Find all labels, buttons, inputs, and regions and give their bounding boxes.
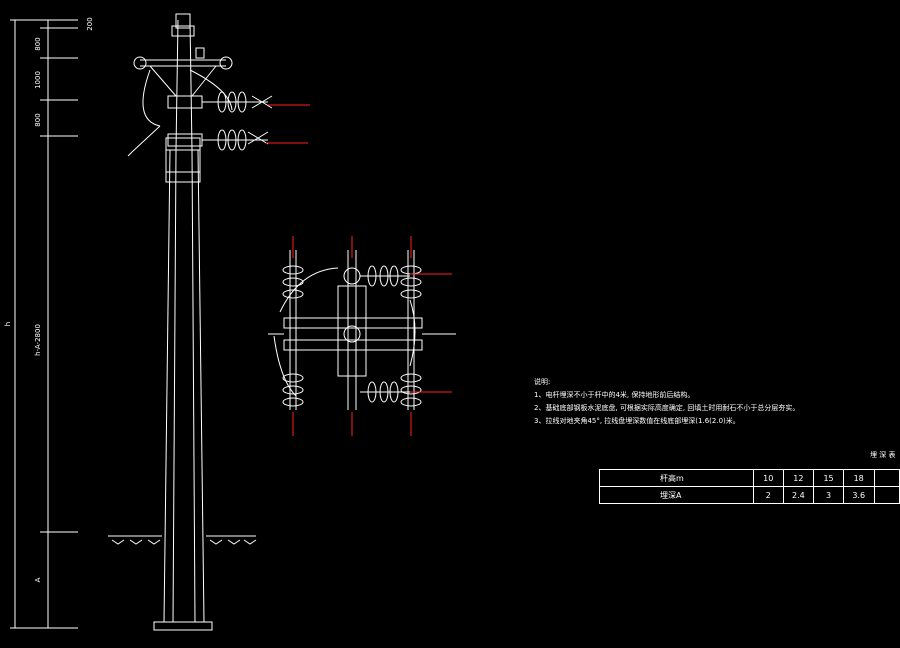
dim-h-a-2800: h-A-2800 (34, 324, 42, 356)
row-label-depth: 埋深A (599, 486, 754, 504)
notes-block: 说明: 1、电杆埋深不小于杆中的4米, 保持地形前后结构。 2、基础底部钢板水泥… (534, 376, 799, 428)
height-cell: 12 (782, 469, 815, 487)
depth-cell (873, 486, 900, 504)
table-row: 埋深A 2 2.4 3 3.6 (599, 486, 900, 504)
depth-cell: 3 (813, 486, 844, 504)
row-label-height: 杆高m (599, 469, 754, 487)
dim-h: h (4, 322, 12, 326)
notes-line-1: 1、电杆埋深不小于杆中的4米, 保持地形前后结构。 (534, 391, 695, 399)
table-row: 杆高m 10 12 15 18 (599, 469, 900, 487)
top-cross-arm (127, 47, 233, 157)
pole-body (153, 13, 213, 631)
dim-800-bottom: 800 (34, 113, 42, 126)
dim-200: 200 (86, 17, 94, 30)
notes-line-2: 2、基础底部钢板水泥底盘, 可根据实际高度确定, 回填土时用耐石不小于总分层夯实… (534, 404, 800, 412)
plan-view (268, 250, 456, 410)
notes-title: 说明: (534, 378, 551, 386)
depth-cell: 2.4 (782, 486, 815, 504)
notes-line-3: 3、拉线对地夹角45°, 拉线盘埋深数值在线底部埋深(1.6(2.0)米。 (534, 417, 740, 425)
height-cell: 15 (813, 469, 844, 487)
depth-cell: 3.6 (842, 486, 875, 504)
depth-cell: 2 (752, 486, 784, 504)
dim-1000: 1000 (34, 71, 42, 89)
dim-800-top: 800 (34, 37, 42, 50)
burial-depth-table: 杆高m 10 12 15 18 埋深A 2 2.4 3 3.6 (599, 469, 900, 504)
height-cell (873, 469, 900, 487)
table-caption: 埋 深 表 (870, 451, 896, 459)
height-cell: 10 (752, 469, 784, 487)
upper-insulator (167, 91, 273, 113)
lower-insulator (167, 129, 269, 151)
dim-a: A (34, 577, 42, 582)
ground-line (108, 535, 257, 545)
phase-lines (266, 104, 452, 436)
height-cell: 18 (842, 469, 875, 487)
